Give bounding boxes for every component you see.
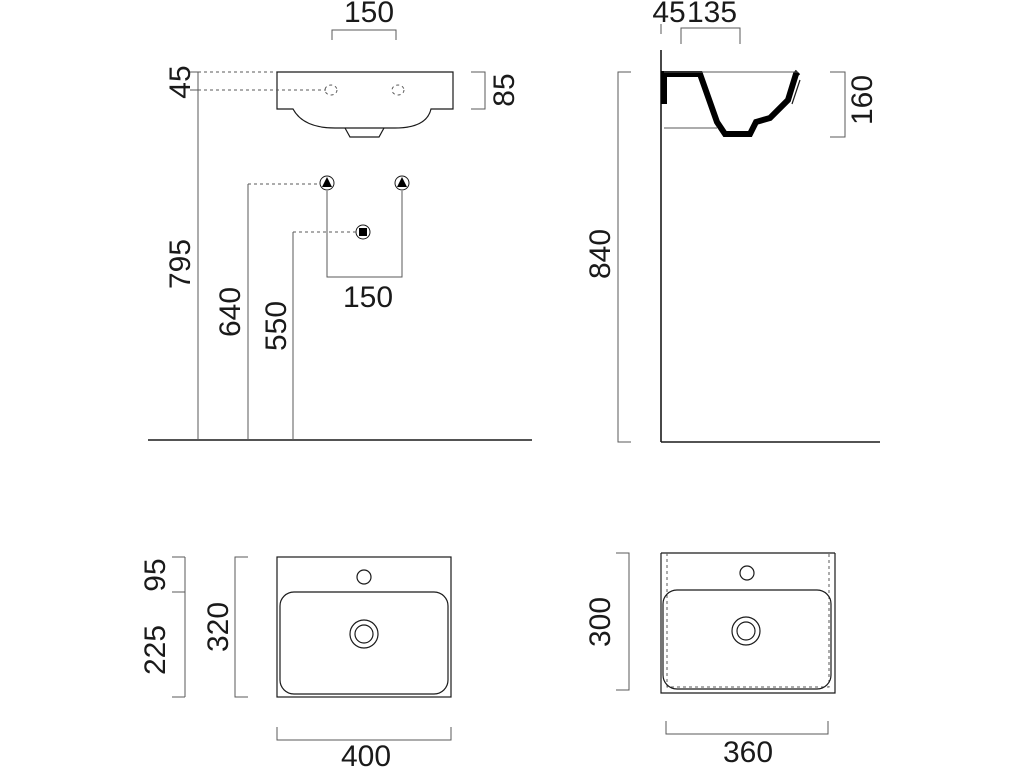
front-waste-outlet	[344, 127, 385, 138]
side-section-view: 45 135 160 840	[584, 0, 880, 443]
front-supply-right-icon	[394, 175, 410, 191]
plan-width-label: 400	[341, 740, 391, 768]
plan-bowl-outline	[279, 591, 449, 695]
side-top-height-label: 840	[584, 229, 617, 279]
plan-drain-inner	[354, 624, 374, 644]
plan2-depth-label: 300	[584, 597, 617, 647]
plan-drain-outer	[349, 619, 379, 649]
front-basin-outline	[276, 71, 454, 129]
plan2-width-dimline	[665, 721, 829, 735]
front-tap-height-label: 45	[164, 65, 197, 98]
plan2-drain-outer	[731, 616, 761, 646]
plan2-basin-outline	[660, 553, 836, 694]
plan-view-400: 95 225 320 400	[139, 556, 452, 768]
plan2-width-label: 360	[723, 736, 773, 768]
front-supply-left-icon	[319, 175, 335, 191]
front-tap-spacing-dimline	[331, 29, 397, 40]
side-basin-height-label: 160	[846, 75, 879, 125]
front-tap-hole-right	[391, 84, 405, 96]
front-top-height-label: 795	[164, 239, 197, 289]
side-basin-outer-lines	[664, 71, 798, 129]
side-basin-section-profile	[661, 69, 801, 137]
side-wall-offset-label: 45	[652, 0, 685, 29]
plan-depth-split-dimline	[172, 556, 186, 698]
plan2-bowl-outline	[662, 589, 832, 690]
front-basin-height-dimline	[471, 71, 486, 110]
front-supply-height-label: 640	[214, 287, 247, 337]
front-elevation-view: 150 85 45 795 640 550	[148, 0, 532, 441]
front-tap-hole-left	[324, 84, 338, 96]
side-basin-height-dimline	[830, 71, 846, 138]
plan-total-depth-label: 320	[202, 602, 235, 652]
front-waste-height-label: 550	[260, 301, 293, 351]
plan2-drain-inner	[736, 621, 756, 641]
front-basin-height-label: 85	[488, 73, 521, 106]
plan-tap-depth-label: 95	[139, 558, 172, 591]
plan-width-dimline	[276, 727, 452, 741]
front-tap-spacing-label: 150	[344, 0, 394, 29]
plan2-inner-dashed-outline	[666, 553, 830, 688]
plan-basin-outline	[276, 556, 452, 698]
plan-bowl-depth-label: 225	[139, 625, 172, 675]
plan2-tap-hole	[739, 565, 755, 581]
plan-view-360: 300 360	[584, 552, 836, 768]
side-top-height-dimline	[617, 71, 631, 443]
side-basin-rim	[791, 79, 801, 105]
side-top-dimline	[660, 24, 741, 44]
side-bowl-depth-label: 135	[687, 0, 737, 29]
plan2-depth-dimline	[616, 552, 630, 691]
front-supply-spacing-label: 150	[343, 281, 393, 314]
plan-tap-hole	[356, 569, 372, 585]
plan-total-depth-dimline	[234, 556, 248, 698]
front-supply-spacing-dimline	[326, 191, 403, 278]
front-waste-point-icon	[355, 224, 371, 240]
